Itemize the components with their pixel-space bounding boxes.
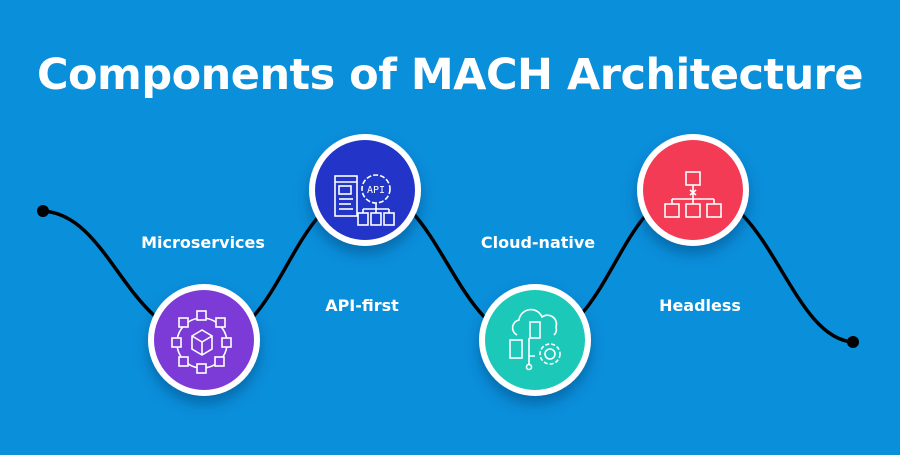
hierarchy-icon — [664, 171, 722, 218]
svg-text:API: API — [367, 185, 385, 196]
page-title: Components of MACH Architecture — [36, 50, 864, 100]
cloud-native-node — [479, 284, 591, 396]
cloud-server-gear-icon — [509, 308, 561, 371]
headless-label: Headless — [659, 296, 741, 315]
microservices-label: Microservices — [141, 233, 265, 252]
api-first-label: API-first — [325, 296, 399, 315]
end-dot — [847, 336, 859, 348]
cloud-native-label: Cloud-native — [480, 233, 596, 252]
start-dot — [37, 205, 49, 217]
api-gear-icon: API — [334, 174, 395, 226]
microservices-cubes-icon — [171, 310, 232, 374]
